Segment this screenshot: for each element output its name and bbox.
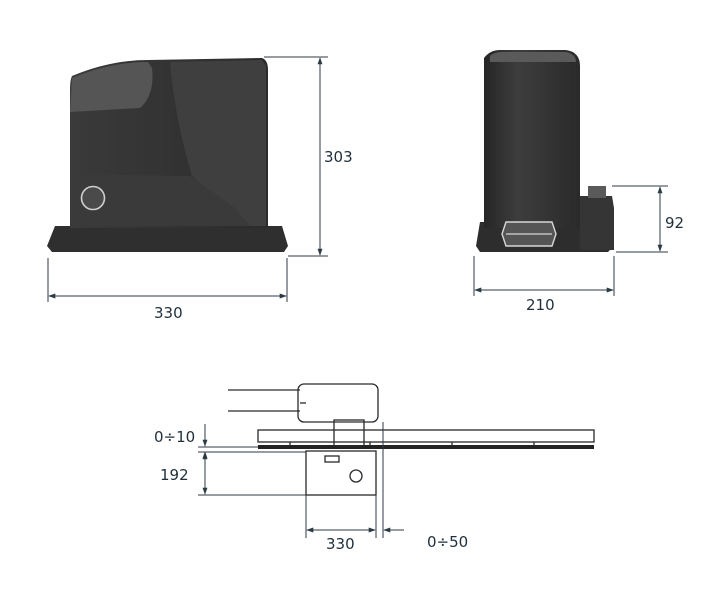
front-body bbox=[484, 50, 580, 228]
side-lower-band bbox=[70, 174, 250, 226]
side-height-label: 303 bbox=[324, 148, 353, 166]
plan-depth-label: 192 bbox=[160, 466, 189, 484]
plan-width-dimension: 330 bbox=[305, 495, 377, 553]
pinion bbox=[333, 419, 365, 447]
plan-depth-dimension: 192 bbox=[160, 451, 306, 496]
front-width-label: 210 bbox=[526, 296, 555, 314]
plan-gap-dimension: 0÷10 bbox=[154, 424, 258, 470]
plan-motor-lock-icon bbox=[349, 469, 363, 483]
plan-width-label: 330 bbox=[326, 535, 355, 553]
front-side-box-cap bbox=[588, 186, 606, 198]
side-height-dimension: 303 bbox=[264, 56, 353, 257]
side-diagonal-panel bbox=[170, 60, 266, 226]
release-lock-icon bbox=[80, 185, 106, 211]
gate-post-block bbox=[297, 383, 379, 423]
plan-offset-dimension: 0÷50 bbox=[382, 422, 468, 551]
side-width-dimension: 330 bbox=[47, 258, 288, 322]
plan-motor-slot bbox=[324, 455, 340, 463]
motor-side-view bbox=[47, 58, 288, 252]
side-width-label: 330 bbox=[154, 304, 183, 322]
gate-rack bbox=[257, 429, 595, 443]
side-top-cap bbox=[70, 62, 153, 112]
plan-motor-box bbox=[305, 450, 377, 496]
plan-view bbox=[228, 383, 595, 496]
front-side-box bbox=[580, 196, 614, 250]
plan-gap-label: 0÷10 bbox=[154, 428, 195, 446]
front-width-dimension: 210 bbox=[473, 256, 615, 314]
front-box-height-label: 92 bbox=[665, 214, 684, 232]
side-base bbox=[47, 226, 288, 252]
plan-offset-label: 0÷50 bbox=[427, 533, 468, 551]
front-box-height-dimension: 92 bbox=[612, 185, 684, 253]
motor-front-view bbox=[476, 50, 614, 252]
front-top-highlight bbox=[490, 52, 576, 62]
